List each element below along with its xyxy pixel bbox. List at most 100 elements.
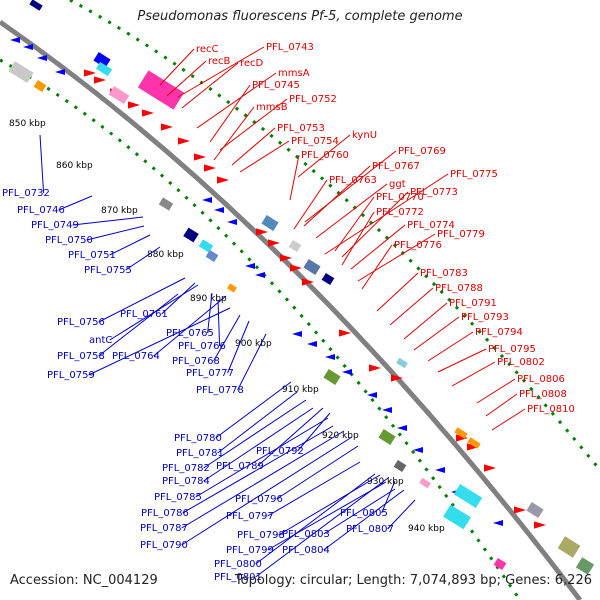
forward-gene-arrow: [217, 176, 229, 184]
forward-gene-arrow: [339, 329, 351, 337]
scale-label: 860 kbp: [56, 161, 93, 171]
forward-gene-arrow: [290, 264, 302, 272]
reverse-gene-arrow: [55, 69, 65, 75]
forward-label-line: [361, 244, 393, 290]
reverse-label-line: [181, 430, 345, 529]
feature-block: [454, 427, 468, 439]
feature-block: [205, 249, 219, 263]
forward-gene-label: PFL_0775: [450, 169, 498, 180]
scale-label: 880 kbp: [147, 250, 184, 260]
forward-gene-arrow: [161, 123, 173, 131]
forward-gene-arrow: [534, 521, 546, 529]
reverse-label-line: [276, 445, 359, 500]
reverse-gene-arrow: [397, 425, 407, 431]
forward-gene-arrow: [302, 278, 314, 286]
forward-label-line: [159, 48, 195, 86]
forward-label-line: [341, 211, 375, 266]
forward-gene-label: PFL_0788: [435, 283, 483, 294]
reverse-label-line: [203, 407, 314, 482]
forward-gene-label: PFL_0776: [394, 240, 442, 251]
reverse-gene-label: PFL_0796: [235, 494, 283, 505]
reverse-label-line: [213, 314, 241, 362]
feature-block: [198, 239, 214, 253]
reverse-label-line: [86, 225, 145, 241]
forward-gene-label: PFL_0769: [398, 146, 446, 157]
reverse-gene-label: PFL_0805: [340, 508, 388, 519]
forward-gene-arrow: [484, 464, 496, 472]
forward-gene-label: mmsB: [256, 102, 288, 113]
feature-block: [303, 259, 321, 275]
feature-block: [321, 272, 335, 286]
reverse-label-line: [215, 381, 292, 439]
reverse-gene-label: PFL_0798: [237, 530, 285, 541]
reverse-gene-label: PFL_0750: [45, 235, 93, 246]
forward-label-line: [303, 165, 371, 227]
forward-gene-label: PFL_0770: [376, 192, 424, 203]
feature-block: [575, 557, 595, 575]
gc-dots-track: [0, 58, 522, 600]
forward-label-line: [357, 233, 436, 282]
reverse-gene-label: PFL_0732: [2, 188, 50, 199]
forward-label-line: [209, 84, 251, 143]
forward-gene-label: PFL_0791: [449, 298, 497, 309]
feature-block: [378, 429, 396, 445]
forward-gene-label: PFL_0754: [291, 136, 339, 147]
forward-label-line: [376, 272, 419, 312]
reverse-gene-label: PFL_0803: [282, 529, 330, 540]
forward-gene-label: PFL_0802: [497, 357, 545, 368]
reverse-label-line: [88, 307, 231, 376]
feature-block: [227, 283, 237, 293]
reverse-gene-label: PFL_0801: [214, 572, 262, 583]
reverse-gene-label: PFL_0746: [17, 205, 65, 216]
reverse-gene-label: PFL_0789: [216, 461, 264, 472]
forward-gene-label: recD: [240, 58, 264, 69]
forward-gene-label: PFL_0793: [461, 312, 509, 323]
reverse-gene-label: PFL_0797: [226, 511, 274, 522]
forward-label-line: [476, 378, 516, 404]
reverse-gene-label: PFL_0755: [84, 265, 132, 276]
forward-gene-label: PFL_0753: [277, 123, 325, 134]
forward-gene-arrow: [280, 254, 292, 262]
feature-block: [467, 437, 481, 449]
forward-gene-arrow: [268, 239, 280, 247]
forward-gene-arrow: [467, 443, 479, 451]
reverse-label-line: [125, 246, 161, 271]
reverse-gene-arrow: [325, 354, 335, 360]
reverse-label-line: [182, 425, 334, 514]
forward-label-line: [485, 393, 518, 417]
feature-block: [396, 357, 408, 369]
reverse-label-line: [203, 399, 307, 469]
feature-block: [261, 215, 279, 231]
forward-gene-label: PFL_0774: [407, 220, 455, 231]
reverse-label-line: [255, 473, 376, 565]
reverse-gene-label: PFL_0799: [226, 545, 274, 556]
reverse-label-line: [237, 333, 267, 391]
forward-gene-label: PFL_0745: [252, 80, 300, 91]
reverse-gene-arrow: [227, 219, 237, 225]
forward-gene-label: PFL_0795: [488, 344, 536, 355]
reverse-gene-arrow: [214, 207, 224, 213]
forward-label-line: [451, 361, 496, 387]
forward-label-line: [304, 150, 397, 223]
feature-block: [288, 239, 302, 253]
forward-gene-label: PFL_0779: [437, 229, 485, 240]
forward-label-line: [231, 127, 276, 166]
reverse-gene-arrow: [342, 369, 352, 375]
forward-gene-arrow: [391, 374, 403, 382]
feature-block: [453, 484, 483, 508]
forward-gene-arrow: [204, 164, 216, 172]
reverse-gene-label: PFL_0778: [196, 385, 244, 396]
reverse-gene-arrow: [292, 331, 302, 337]
forward-label-line: [297, 134, 351, 178]
reverse-gene-label: PFL_0780: [174, 433, 222, 444]
gc-dots-track: [69, 0, 600, 471]
reverse-gene-arrow: [10, 37, 20, 43]
forward-label-line: [219, 98, 288, 151]
reverse-label-line: [98, 277, 186, 323]
reverse-gene-label: PFL_0764: [112, 351, 160, 362]
scale-label: 870 kbp: [101, 206, 138, 216]
forward-gene-label: PFL_0752: [289, 94, 337, 105]
reverse-gene-label: PFL_0782: [162, 463, 210, 474]
reverse-label-line: [207, 292, 213, 334]
